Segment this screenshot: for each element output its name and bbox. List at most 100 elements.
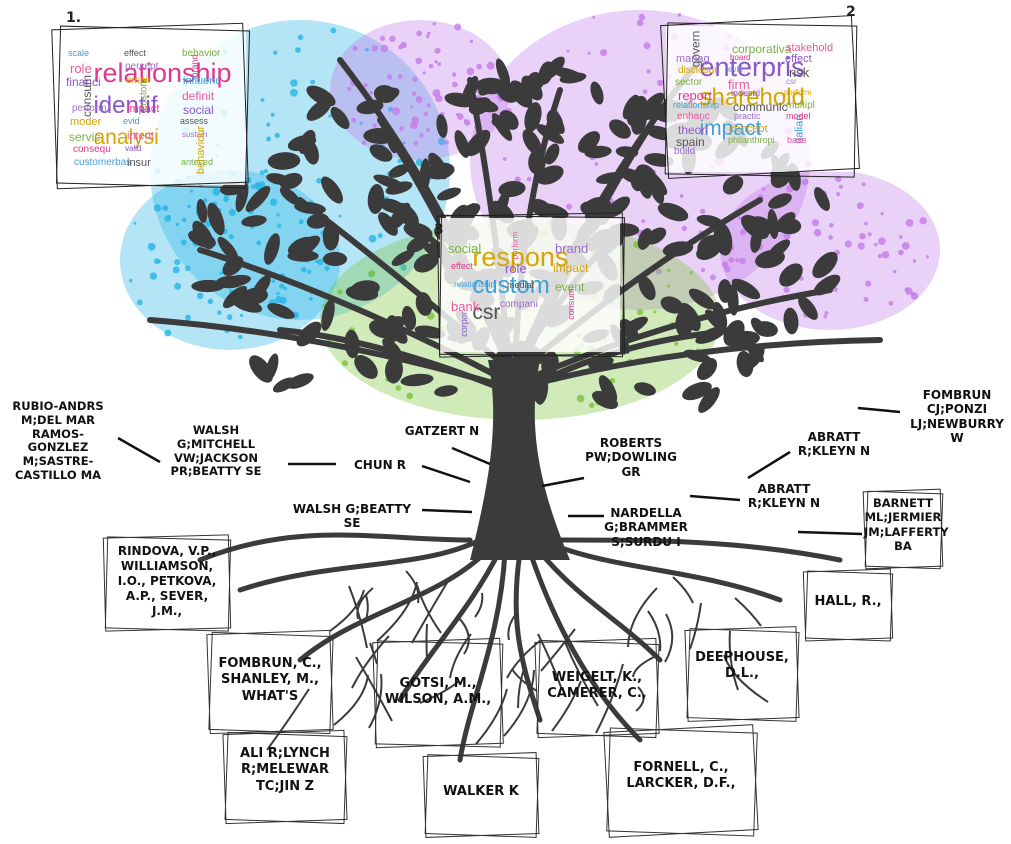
tree-trunk <box>470 360 570 560</box>
connector-line <box>541 476 585 488</box>
cloud-word: analysi <box>93 126 159 150</box>
cloud-word: impact <box>553 261 589 275</box>
network-node <box>592 15 596 19</box>
cloud-word: model <box>786 111 811 121</box>
tree-rootlet <box>723 654 769 703</box>
network-node <box>129 278 133 283</box>
network-node <box>174 259 181 266</box>
tree-leaf <box>196 199 208 223</box>
cloud-word: enterpris <box>699 52 805 83</box>
tree-leaf <box>425 162 455 180</box>
network-node <box>655 268 662 275</box>
network-node <box>368 270 376 277</box>
network-node <box>738 216 742 220</box>
network-cloud <box>720 170 940 330</box>
tree-rootlet <box>369 642 378 665</box>
network-node <box>844 240 853 248</box>
network-node <box>298 219 304 225</box>
root-label: RINDOVA, V.P., WILLIAMSON, I.O., PETKOVA… <box>117 544 217 618</box>
tree-leaf <box>306 213 330 229</box>
network-node <box>314 259 319 264</box>
network-node <box>740 229 746 236</box>
tree-leaf <box>489 200 515 224</box>
tree-rootlet <box>507 613 517 641</box>
network-node <box>636 19 644 27</box>
network-node <box>653 310 657 314</box>
connector-line <box>421 464 471 484</box>
network-node <box>476 63 483 70</box>
tree-leaf <box>415 292 433 316</box>
network-node <box>185 314 191 321</box>
tree-rootlet <box>627 587 658 648</box>
network-node <box>256 240 262 246</box>
tree-rootlet <box>595 663 624 734</box>
tree-root <box>197 532 473 563</box>
cloud-word: evid <box>123 116 140 126</box>
tree-rootlet <box>376 581 418 642</box>
tree-rootlet <box>635 686 645 712</box>
tree-leaf <box>344 329 360 359</box>
cloud-word: intent <box>127 130 154 142</box>
connector-line <box>421 508 473 514</box>
network-node <box>881 251 890 259</box>
network-node <box>728 257 735 263</box>
tree-rootlet <box>474 592 484 618</box>
cloud-word: spain <box>676 135 705 149</box>
network-node <box>898 249 904 256</box>
network-node <box>667 268 671 272</box>
network-node <box>721 261 729 268</box>
tree-leaf <box>495 58 511 88</box>
tree-rootlet <box>664 613 674 663</box>
root-label: GOTSI, M., WILSON, A.M., <box>384 676 492 708</box>
tree-rootlet <box>356 587 374 620</box>
tree-leaf <box>267 303 295 319</box>
network-node <box>295 47 301 53</box>
network-node <box>864 221 868 226</box>
root-reference-box: BARNETT ML;JERMIER JM;LAFFERTY BA <box>862 488 949 570</box>
network-node <box>587 51 591 55</box>
leaf-label: CHUN R <box>353 458 407 472</box>
tree-leaf <box>379 198 405 214</box>
network-node <box>275 295 283 304</box>
cloud-word: event <box>555 280 585 294</box>
network-node <box>863 296 869 302</box>
root-reference-box: GOTSI, M., WILSON, A.M., <box>372 637 504 749</box>
cloud-word: role <box>505 261 527 276</box>
tree-root <box>557 537 843 563</box>
network-node <box>880 212 884 216</box>
tree-leaf <box>321 299 335 331</box>
cloud-word: sector <box>675 77 703 88</box>
cloud-word: servic <box>69 130 101 144</box>
leaf-label: ABRATT R;KLEYN N <box>797 430 871 459</box>
tree-rootlet <box>537 633 562 688</box>
network-node <box>839 184 843 189</box>
tree-leaf <box>436 114 448 138</box>
cloud-word: percept <box>125 61 159 72</box>
cluster-number: 3 <box>434 222 444 238</box>
tree-leaf <box>660 296 684 314</box>
cloud-word: valid <box>125 144 142 153</box>
tree-leaf <box>434 385 458 397</box>
network-node <box>290 79 298 87</box>
network-node <box>400 264 407 271</box>
network-node <box>330 27 337 34</box>
tree-rootlet <box>511 668 538 692</box>
network-node <box>919 217 927 225</box>
tree-leaf <box>696 357 718 381</box>
network-node <box>735 258 740 263</box>
network-node <box>212 188 221 196</box>
network-node <box>185 265 191 271</box>
network-node <box>266 136 272 142</box>
cloud-word: philanthropi <box>728 135 775 145</box>
tree-leaf <box>231 297 263 313</box>
network-node <box>656 79 664 87</box>
tree-rootlet <box>728 630 739 691</box>
network-node <box>905 287 913 296</box>
network-node <box>643 42 651 50</box>
network-node <box>167 214 171 219</box>
tree-leaf <box>401 305 417 331</box>
tree-leaf <box>657 202 689 222</box>
network-node <box>276 291 280 296</box>
tree-leaf <box>750 229 762 253</box>
